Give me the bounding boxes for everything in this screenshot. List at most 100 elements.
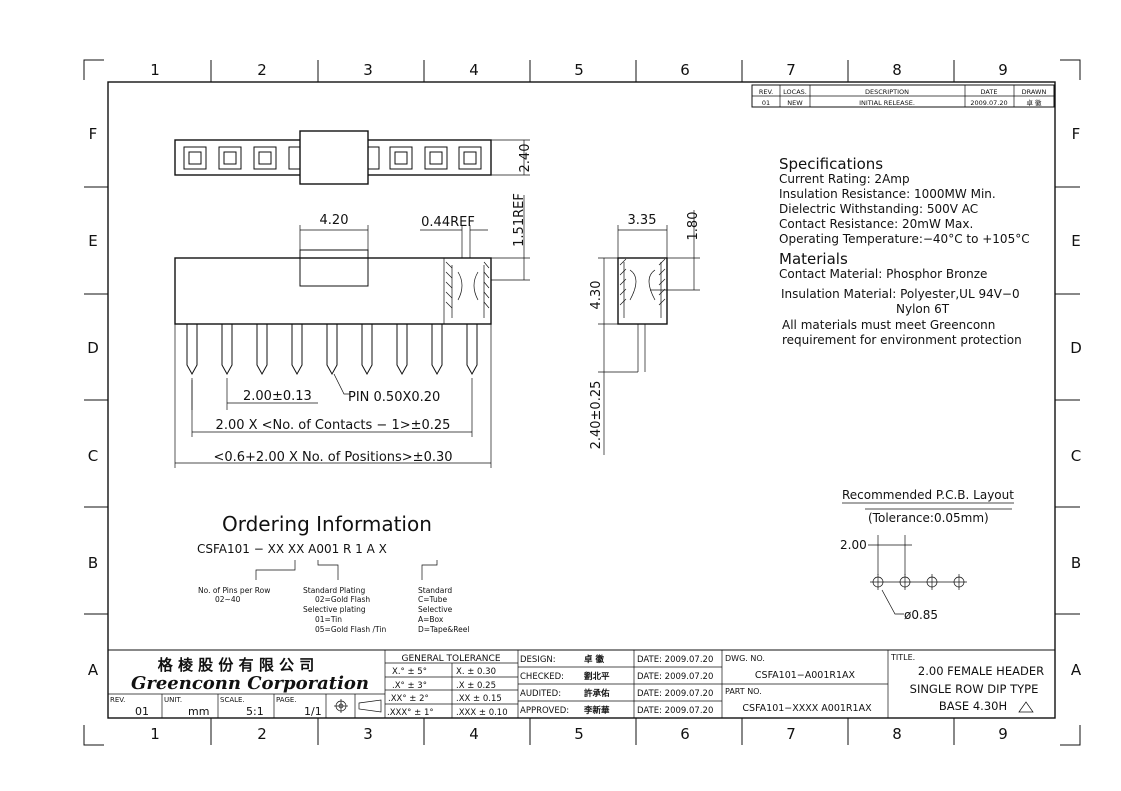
- unit-label: UNIT.: [164, 696, 182, 704]
- page-value: 1/1: [304, 705, 322, 718]
- col-label: 9: [998, 725, 1008, 743]
- revision-table: REV. LOCAS. DESCRIPTION DATE DRAWN 01 NE…: [751, 84, 1055, 108]
- signoff-role: CHECKED:: [520, 672, 564, 682]
- signoff-name: 李新華: [583, 705, 610, 716]
- part-label: PART NO.: [725, 687, 762, 696]
- row-label: B: [1071, 554, 1081, 572]
- rev-cell: 卓 徽: [1026, 98, 1042, 107]
- col-label: 3: [363, 61, 373, 79]
- ordering-title: Ordering Information: [222, 512, 432, 536]
- ordering-code: CSFA101 − XX XX A001 R 1 A X: [197, 542, 387, 556]
- row-label: F: [1072, 125, 1081, 143]
- pcb-tolerance: (Tolerance:0.05mm): [868, 511, 989, 525]
- material-line: Contact Material: Phosphor Bronze: [779, 267, 987, 281]
- pcb-title: Recommended P.C.B. Layout: [842, 488, 1014, 502]
- plating-line: 01=Tin: [315, 615, 342, 624]
- tol-linear: X. ± 0.30: [456, 667, 496, 677]
- row-label: D: [87, 339, 99, 357]
- spec-line: Contact Resistance: 20mW Max.: [779, 217, 973, 231]
- dim-contacts: 2.00 X <No. of Contacts − 1>±0.25: [216, 418, 451, 433]
- row-label: A: [88, 661, 99, 679]
- company-name-cn: 格 棱 股 份 有 限 公 司: [158, 656, 315, 674]
- packing-line: Standard: [418, 586, 452, 595]
- col-label: 6: [680, 61, 690, 79]
- signoff-date: DATE: 2009.07.20: [637, 672, 713, 682]
- dim-tail: 2.40±0.25: [589, 381, 604, 450]
- row-label: D: [1070, 339, 1082, 357]
- pcb-layout: Recommended P.C.B. Layout (Tolerance:0.0…: [840, 488, 1014, 622]
- signoff-name: 劉北平: [584, 671, 610, 682]
- signoff-role: DESIGN:: [520, 655, 556, 665]
- pcb-hole: ø0.85: [904, 608, 938, 622]
- packing-line: Selective: [418, 605, 453, 614]
- col-label: 2: [257, 61, 267, 79]
- col-label: 8: [892, 725, 902, 743]
- rohs-triangle-icon: [1018, 701, 1034, 713]
- side-view: 3.35 1.80 4.30 2.40±0.25: [589, 210, 701, 455]
- pins: [186, 324, 478, 376]
- plating-line: 05=Gold Flash /Tin: [315, 625, 386, 634]
- tol-linear: .X ± 0.25: [456, 681, 496, 691]
- signoff-date: DATE: 2009.07.20: [637, 655, 713, 665]
- plating-line: Standard Plating: [303, 586, 365, 595]
- signoff-name: 卓 徽: [584, 654, 604, 665]
- ordering-info: Ordering Information CSFA101 − XX XX A00…: [197, 512, 469, 634]
- dim-ref-151: 1.51REF: [512, 193, 527, 247]
- plating-line: 02=Gold Flash: [315, 595, 370, 604]
- col-label: 2: [257, 725, 267, 743]
- signoff-role: AUDITED:: [520, 689, 561, 699]
- title-label: TITLE.: [890, 653, 915, 662]
- rev-cell: INITIAL RELEASE.: [859, 99, 915, 107]
- rev-cell: NEW: [787, 99, 803, 107]
- materials-title: Materials: [779, 250, 848, 268]
- tolerance-title: GENERAL TOLERANCE: [401, 654, 500, 664]
- part-number: CSFA101−XXXX A001R1AX: [742, 703, 872, 714]
- packing-line: D=Tape&Reel: [418, 625, 469, 634]
- col-label: 1: [150, 61, 160, 79]
- rev-header: DRAWN: [1022, 88, 1047, 96]
- col-label: 7: [786, 725, 796, 743]
- col-label: 5: [574, 61, 584, 79]
- dwg-number: CSFA101−A001R1AX: [755, 670, 856, 681]
- rev-cell: 01: [762, 99, 770, 107]
- col-label: 9: [998, 61, 1008, 79]
- col-label: 4: [469, 725, 479, 743]
- spec-title: Specifications: [779, 155, 883, 173]
- signoff-name: 許承佑: [584, 688, 610, 699]
- dim-width-box: 4.20: [320, 213, 349, 228]
- material-line: Insulation Material: Polyester,UL 94V−0: [781, 287, 1020, 301]
- col-label: 7: [786, 61, 796, 79]
- packing-line: C=Tube: [418, 595, 447, 604]
- scale-value: 5:1: [246, 705, 264, 718]
- tol-angle: X.° ± 5°: [392, 667, 427, 677]
- spec-line: Operating Temperature:−40°C to +105°C: [779, 232, 1030, 246]
- dwg-label: DWG. NO.: [725, 654, 765, 663]
- spec-line: Dielectric Withstanding: 500V AC: [779, 202, 978, 216]
- top-view: 2.40: [174, 130, 533, 185]
- title-line: 2.00 FEMALE HEADER: [918, 664, 1044, 678]
- rev-header: REV.: [759, 88, 773, 96]
- col-label: 5: [574, 725, 584, 743]
- pins-range: 02~40: [215, 595, 241, 604]
- rev-header: DATE: [981, 88, 998, 96]
- pcb-pitch: 2.00: [840, 538, 867, 552]
- spec-line: Current Rating: 2Amp: [779, 172, 910, 186]
- unit-value: mm: [188, 705, 209, 718]
- material-line: Nylon 6T: [896, 302, 950, 316]
- row-label: A: [1071, 661, 1082, 679]
- col-label: 3: [363, 725, 373, 743]
- dim-positions: <0.6+2.00 X No. of Positions>±0.30: [213, 450, 452, 465]
- rev-header: DESCRIPTION: [865, 88, 909, 96]
- rev-header: LOCAS.: [783, 88, 807, 96]
- signoff-role: APPROVED:: [520, 706, 569, 716]
- packing-line: A=Box: [418, 615, 444, 624]
- row-label: B: [88, 554, 98, 572]
- tol-angle: .XXX° ± 1°: [387, 708, 434, 718]
- tol-linear: .XX ± 0.15: [456, 694, 502, 704]
- pins-label: No. of Pins per Row: [198, 586, 270, 595]
- dim-pin: PIN 0.50X0.20: [348, 390, 440, 405]
- dim-height-top: 2.40: [518, 144, 533, 173]
- scale-label: SCALE.: [220, 696, 245, 704]
- dim-side-width: 3.35: [628, 213, 657, 228]
- projection-symbol-icon: [334, 699, 382, 713]
